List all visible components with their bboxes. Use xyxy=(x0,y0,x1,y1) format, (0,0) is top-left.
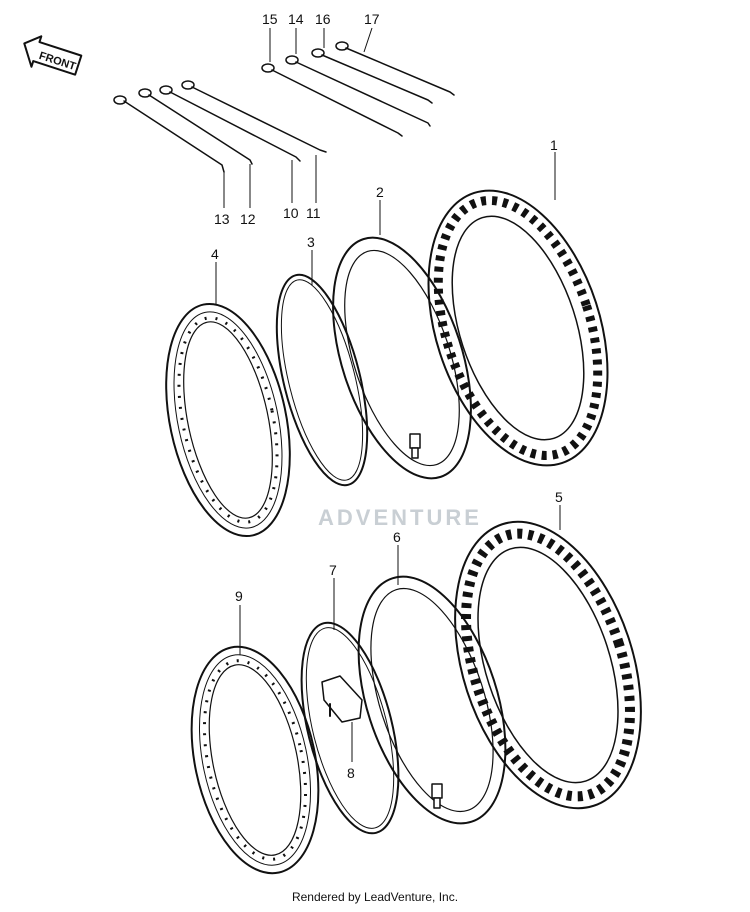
rear-rim xyxy=(190,645,320,875)
front-tube xyxy=(332,236,472,480)
callout-2: 2 xyxy=(376,184,384,200)
callout-14: 14 xyxy=(288,11,304,27)
front-valve-stem xyxy=(409,433,421,459)
callout-8: 8 xyxy=(347,765,355,781)
callout-4: 4 xyxy=(211,246,219,262)
callout-17: 17 xyxy=(364,11,380,27)
spokes-right xyxy=(261,41,455,137)
callout-11: 11 xyxy=(306,205,321,221)
rim-lock xyxy=(321,675,363,723)
watermark-text: ADVENTURE xyxy=(318,505,482,530)
spoke-11 xyxy=(181,80,327,153)
callout-16: 16 xyxy=(315,11,331,27)
spoke-10 xyxy=(159,85,301,162)
front-rim xyxy=(165,302,291,538)
front-tire xyxy=(427,189,609,467)
part-callouts: 1 2 3 4 5 6 7 8 9 10 11 12 13 14 15 16 1… xyxy=(211,11,563,781)
callout-10: 10 xyxy=(283,205,299,221)
callout-6: 6 xyxy=(393,529,401,545)
spoke-16 xyxy=(311,48,433,104)
front-rim-band xyxy=(275,273,369,487)
callout-3: 3 xyxy=(307,234,315,250)
spoke-14 xyxy=(285,55,431,127)
callout-13: 13 xyxy=(214,211,230,227)
rear-tube xyxy=(357,575,507,825)
rear-rim-band xyxy=(300,621,400,835)
callout-1: 1 xyxy=(550,137,558,153)
front-arrow-badge: FRONT xyxy=(23,35,83,76)
spokes-left xyxy=(113,80,327,173)
callout-12: 12 xyxy=(240,211,256,227)
callout-15: 15 xyxy=(262,11,278,27)
spoke-17 xyxy=(335,41,455,96)
callout-7: 7 xyxy=(329,562,337,578)
leader-lines xyxy=(215,27,561,762)
render-credit: Rendered by LeadVenture, Inc. xyxy=(291,890,459,904)
rear-tire xyxy=(454,520,642,810)
spoke-15 xyxy=(261,63,403,137)
spoke-12 xyxy=(138,88,253,165)
spoke-13 xyxy=(113,95,225,173)
callout-5: 5 xyxy=(555,489,563,505)
callout-9: 9 xyxy=(235,588,243,604)
rear-valve-stem xyxy=(431,783,443,809)
